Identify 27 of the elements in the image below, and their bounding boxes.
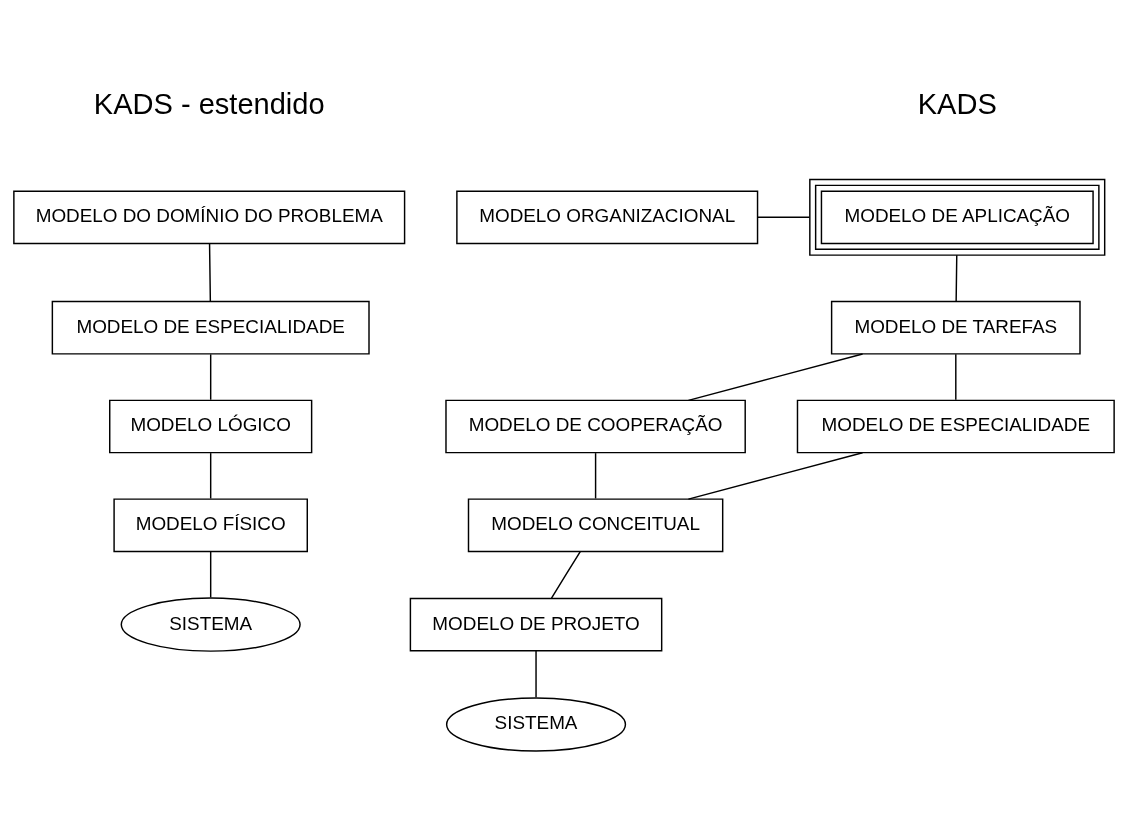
connector bbox=[756, 216, 811, 218]
node-ellipse: SISTEMA bbox=[120, 596, 301, 652]
node-box: MODELO DE TAREFAS bbox=[830, 300, 1081, 355]
label: KADS - estendido bbox=[93, 87, 325, 120]
node-box: MODELO LÓGICO bbox=[109, 399, 313, 453]
node-box: MODELO ORGANIZACIONAL bbox=[456, 189, 759, 244]
node-box: MODELO DE PROJETO bbox=[409, 597, 663, 651]
node-box: MODELO DE ESPECIALIDADE bbox=[796, 399, 1115, 453]
connector bbox=[535, 649, 537, 698]
node-box: MODELO CONCEITUAL bbox=[467, 497, 724, 552]
node-box: MODELO DO DOMÍNIO DO PROBLEMA bbox=[13, 189, 406, 244]
connector bbox=[687, 451, 864, 500]
node-box: MODELO DE COOPERAÇÃO bbox=[445, 399, 746, 453]
node-box: MODELO FÍSICO bbox=[113, 497, 308, 552]
node-ellipse: SISTEMA bbox=[445, 696, 627, 752]
connector bbox=[209, 353, 212, 400]
connector bbox=[550, 550, 581, 599]
node-box: MODELO DE ESPECIALIDADE bbox=[51, 300, 370, 355]
connector bbox=[955, 253, 958, 302]
connector bbox=[594, 451, 597, 499]
connector bbox=[955, 353, 957, 400]
connector bbox=[209, 451, 212, 499]
connector bbox=[209, 550, 212, 598]
connector bbox=[687, 352, 864, 401]
label: KADS bbox=[917, 87, 997, 120]
connector bbox=[208, 242, 212, 302]
node-box: MODELO DE APLICAÇÃO bbox=[809, 178, 1106, 256]
